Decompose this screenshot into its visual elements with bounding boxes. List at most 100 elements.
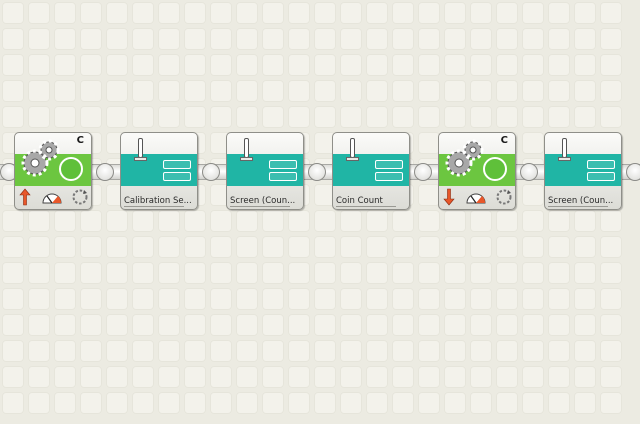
grid-cell [210,80,232,102]
grid-cell [80,314,102,336]
grid-cell [522,106,544,128]
motor-block[interactable]: C [438,132,516,210]
grid-cell [574,28,596,50]
grid-cell [106,366,128,388]
grid-cell [288,236,310,258]
block-label: Screen (Coun... [230,196,296,206]
grid-cell [184,340,206,362]
data-plug-icon [163,172,191,181]
grid-cell [2,392,24,414]
grid-cell [132,236,154,258]
grid-cell [132,366,154,388]
grid-cell [444,210,466,232]
motor-block[interactable]: C [14,132,92,210]
grid-cell [418,132,440,154]
grid-cell [366,314,388,336]
display-probe-icon [562,138,567,158]
grid-cell [262,340,284,362]
wheel-icon [483,157,507,181]
grid-cell [496,340,518,362]
grid-cell [366,262,388,284]
grid-cell [158,28,180,50]
duration-rotation-icon [72,189,88,205]
grid-cell [288,314,310,336]
grid-cell [470,236,492,258]
grid-cell [80,392,102,414]
grid-cell [54,366,76,388]
display-probe-base [558,157,571,161]
display-probe-icon [350,138,355,158]
grid-cell [80,340,102,362]
display-band [227,154,303,186]
grid-cell [262,288,284,310]
grid-cell [340,54,362,76]
grid-cell [600,262,622,284]
grid-cell [132,106,154,128]
grid-cell [314,366,336,388]
motor-settings-icons [19,188,89,206]
grid-cell [158,80,180,102]
grid-cell [548,262,570,284]
grid-cell [600,54,622,76]
grid-cell [548,314,570,336]
grid-cell [314,288,336,310]
grid-cell [496,2,518,24]
grid-cell [522,314,544,336]
grid-cell [54,106,76,128]
grid-cell [314,132,336,154]
grid-cell [28,366,50,388]
grid-cell [184,236,206,258]
grid-cell [314,314,336,336]
duration-rotation-icon [496,189,512,205]
grid-cell [600,210,622,232]
display-block[interactable]: Calibration Se... [120,132,198,210]
grid-cell [444,2,466,24]
grid-cell [470,106,492,128]
grid-cell [340,314,362,336]
grid-cell [496,392,518,414]
display-probe-base [240,157,253,161]
grid-cell [80,54,102,76]
grid-cell [418,54,440,76]
grid-cell [184,106,206,128]
grid-cell [288,392,310,414]
grid-cell [418,184,440,206]
grid-cell [522,54,544,76]
label-underline [336,206,396,207]
grid-cell [236,262,258,284]
grid-cell [2,288,24,310]
grid-cell [2,54,24,76]
grid-cell [236,288,258,310]
grid-cell [574,340,596,362]
grid-cell [2,210,24,232]
grid-cell [470,54,492,76]
grid-cell [314,210,336,232]
grid-cell [2,80,24,102]
grid-cell [132,80,154,102]
grid-cell [262,366,284,388]
grid-cell [262,262,284,284]
display-block[interactable]: Coin Count [332,132,410,210]
grid-cell [236,80,258,102]
grid-cell [314,106,336,128]
grid-cell [288,262,310,284]
grid-cell [496,236,518,258]
grid-cell [470,340,492,362]
display-block[interactable]: Screen (Coun... [226,132,304,210]
display-block[interactable]: Screen (Coun... [544,132,622,210]
grid-cell [600,2,622,24]
grid-cell [340,28,362,50]
grid-cell [262,106,284,128]
data-plug-icon [587,160,615,169]
grid-cell [340,366,362,388]
grid-cell [418,366,440,388]
grid-cell [262,236,284,258]
grid-cell [444,340,466,362]
grid-cell [470,314,492,336]
grid-cell [366,106,388,128]
grid-cell [574,366,596,388]
beam-connector [626,163,640,181]
grid-cell [80,366,102,388]
grid-cell [2,236,24,258]
